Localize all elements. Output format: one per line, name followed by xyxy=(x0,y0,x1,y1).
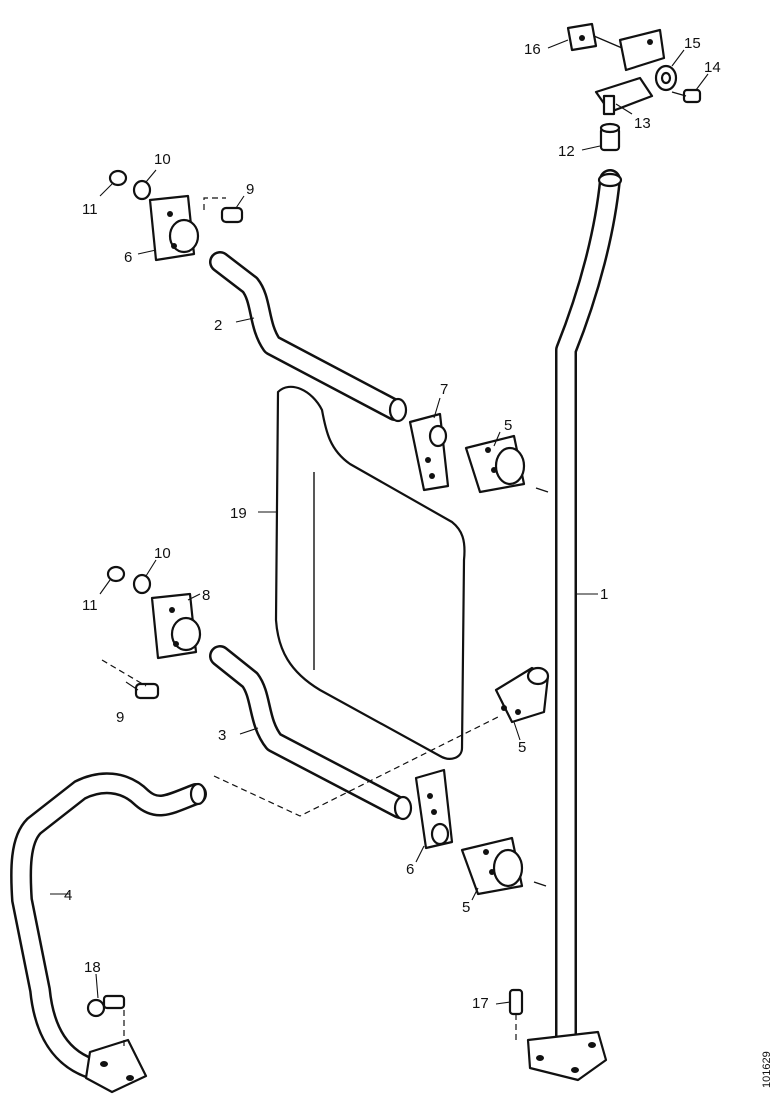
part-4-foot-plate xyxy=(84,1038,148,1094)
part-18-bolt xyxy=(86,994,126,1046)
callout-9-lower: 9 xyxy=(116,709,124,726)
part-10-upper-washer xyxy=(132,179,152,201)
part-14-bolt xyxy=(671,88,702,104)
part-8-lower-mount xyxy=(150,592,202,660)
part-5-upper-clamp xyxy=(464,434,549,494)
part-5-middle-clamp xyxy=(494,666,550,724)
part-15-washer xyxy=(654,64,678,92)
part-13-top-bracket xyxy=(594,76,654,116)
callout-10-lower: 10 xyxy=(154,545,171,562)
part-2-upper-crossbar xyxy=(209,251,408,423)
part-4-rear-handle xyxy=(10,772,207,1081)
callout-4: 4 xyxy=(64,887,72,904)
part-11-upper-bolt xyxy=(108,169,128,187)
callout-14: 14 xyxy=(704,59,721,76)
callout-3: 3 xyxy=(218,727,226,744)
callout-5-upper: 5 xyxy=(504,417,512,434)
part-3-lower-crossbar xyxy=(209,645,413,821)
callout-2: 2 xyxy=(214,317,222,334)
callout-6: 6 xyxy=(406,861,414,878)
callout-17: 17 xyxy=(472,995,489,1012)
callout-13: 13 xyxy=(634,115,651,132)
reference-code: 101629 xyxy=(761,1051,773,1088)
callout-1: 1 xyxy=(600,586,608,603)
part-10-lower-washer xyxy=(132,573,152,595)
part-16-plate xyxy=(566,22,666,72)
callout-18: 18 xyxy=(84,959,101,976)
callout-7: 7 xyxy=(440,381,448,398)
part-17-bolt xyxy=(508,988,524,1040)
callout-10-upper: 10 xyxy=(154,151,171,168)
part-5-lower-clamp xyxy=(460,836,547,896)
callout-5-middle: 5 xyxy=(518,739,526,756)
callout-5-lower: 5 xyxy=(462,899,470,916)
callout-11-lower: 11 xyxy=(82,597,98,614)
part-9-lower-bolt xyxy=(101,659,160,700)
callout-8: 8 xyxy=(202,587,210,604)
leader-lines xyxy=(50,39,709,1005)
part-9-upper-bolt xyxy=(203,197,244,224)
callout-11-upper: 11 xyxy=(82,201,98,218)
part-8-upper-mount xyxy=(148,194,200,262)
callout-6-upper: 6 xyxy=(124,249,132,266)
part-6-lower-plate xyxy=(414,768,454,850)
callout-9-upper: 9 xyxy=(246,181,254,198)
part-7-clamp-plate xyxy=(408,412,450,492)
part-11-lower-bolt xyxy=(106,565,126,583)
callout-12: 12 xyxy=(558,143,575,160)
part-19-back-panel xyxy=(274,385,466,760)
callout-15: 15 xyxy=(684,35,701,52)
callout-labels: 1 2 3 4 5 5 5 6 6 7 8 9 9 10 10 11 11 12… xyxy=(64,35,721,1012)
callout-16: 16 xyxy=(524,41,541,58)
part-1-foot-plate xyxy=(526,1030,608,1082)
part-12-bushing xyxy=(599,122,621,152)
callout-19: 19 xyxy=(230,505,247,522)
alignment-line-lower xyxy=(213,715,501,817)
part-1-vertical-tube xyxy=(555,169,623,1061)
